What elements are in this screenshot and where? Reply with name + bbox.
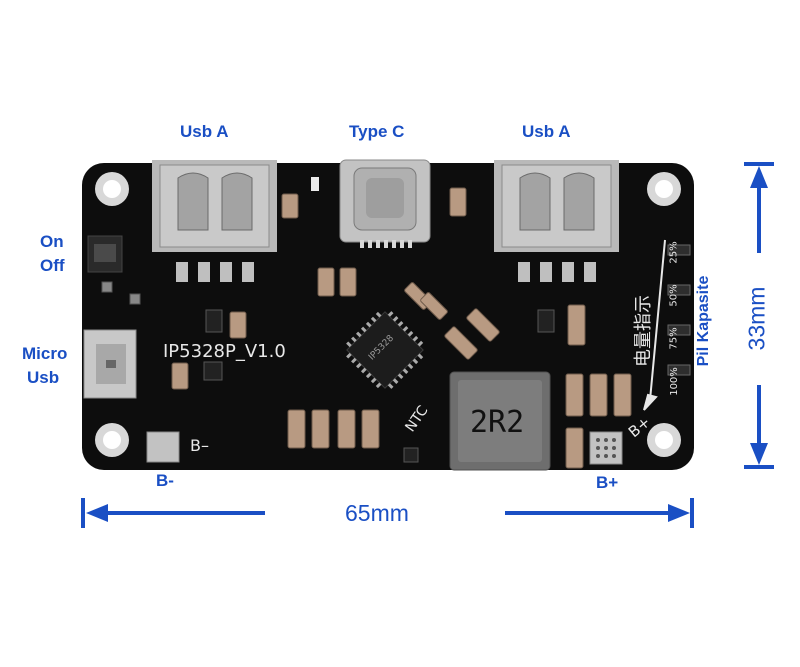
silk-pct-75: 75%: [668, 327, 680, 350]
b-plus-pad-holes: [596, 438, 616, 458]
label-height-dimension: 33mm: [743, 286, 770, 351]
indicator-arrow: [643, 239, 666, 411]
label-off: Off: [40, 256, 65, 275]
silk-pct-50: 50%: [668, 284, 680, 307]
silk-pct-100: 100%: [668, 367, 680, 396]
mounting-hole-top-right: [647, 172, 681, 206]
label-micro: Micro: [22, 344, 68, 363]
label-type-c: Type C: [349, 122, 405, 141]
usb-a-connector-left: [152, 160, 277, 282]
label-usb-a-left: Usb A: [180, 122, 229, 141]
inductor: [449, 371, 551, 471]
b-minus-pad: [146, 431, 180, 463]
height-dimension: [744, 162, 774, 469]
silk-b-minus: B–: [190, 436, 209, 455]
transistors: [101, 281, 555, 463]
indicator-leds: [667, 244, 691, 376]
label-b-plus: B+: [596, 473, 619, 492]
ip5328-chip: [346, 311, 424, 389]
label-usb: Usb: [27, 368, 60, 387]
label-pil-kapasite: Pil Kapasite: [695, 275, 712, 367]
width-dimension: [81, 498, 694, 528]
led: [311, 177, 319, 191]
label-b-minus: B-: [156, 471, 174, 490]
label-usb-a-right: Usb A: [522, 122, 571, 141]
mounting-hole-bottom-left: [95, 423, 129, 457]
usb-a-connector-right: [494, 160, 619, 282]
label-on: On: [40, 232, 64, 251]
silk-cn-indicator: 电量指示: [633, 295, 654, 367]
power-switch: [87, 235, 123, 273]
usb-type-c-connector: [339, 159, 431, 248]
mounting-hole-bottom-right: [647, 423, 681, 457]
micro-usb-connector: [83, 329, 137, 399]
smd-components: [171, 187, 500, 390]
mounting-hole-top-left: [95, 172, 129, 206]
capacitors-bottom-left: [287, 409, 380, 449]
label-width-dimension: 65mm: [345, 500, 409, 526]
inductor-marking: 2R2: [470, 405, 525, 440]
silk-pct-25: 25%: [668, 241, 680, 264]
pcb-model-text: IP5328P_V1.0: [163, 341, 286, 362]
capacitors-right: [565, 304, 632, 469]
